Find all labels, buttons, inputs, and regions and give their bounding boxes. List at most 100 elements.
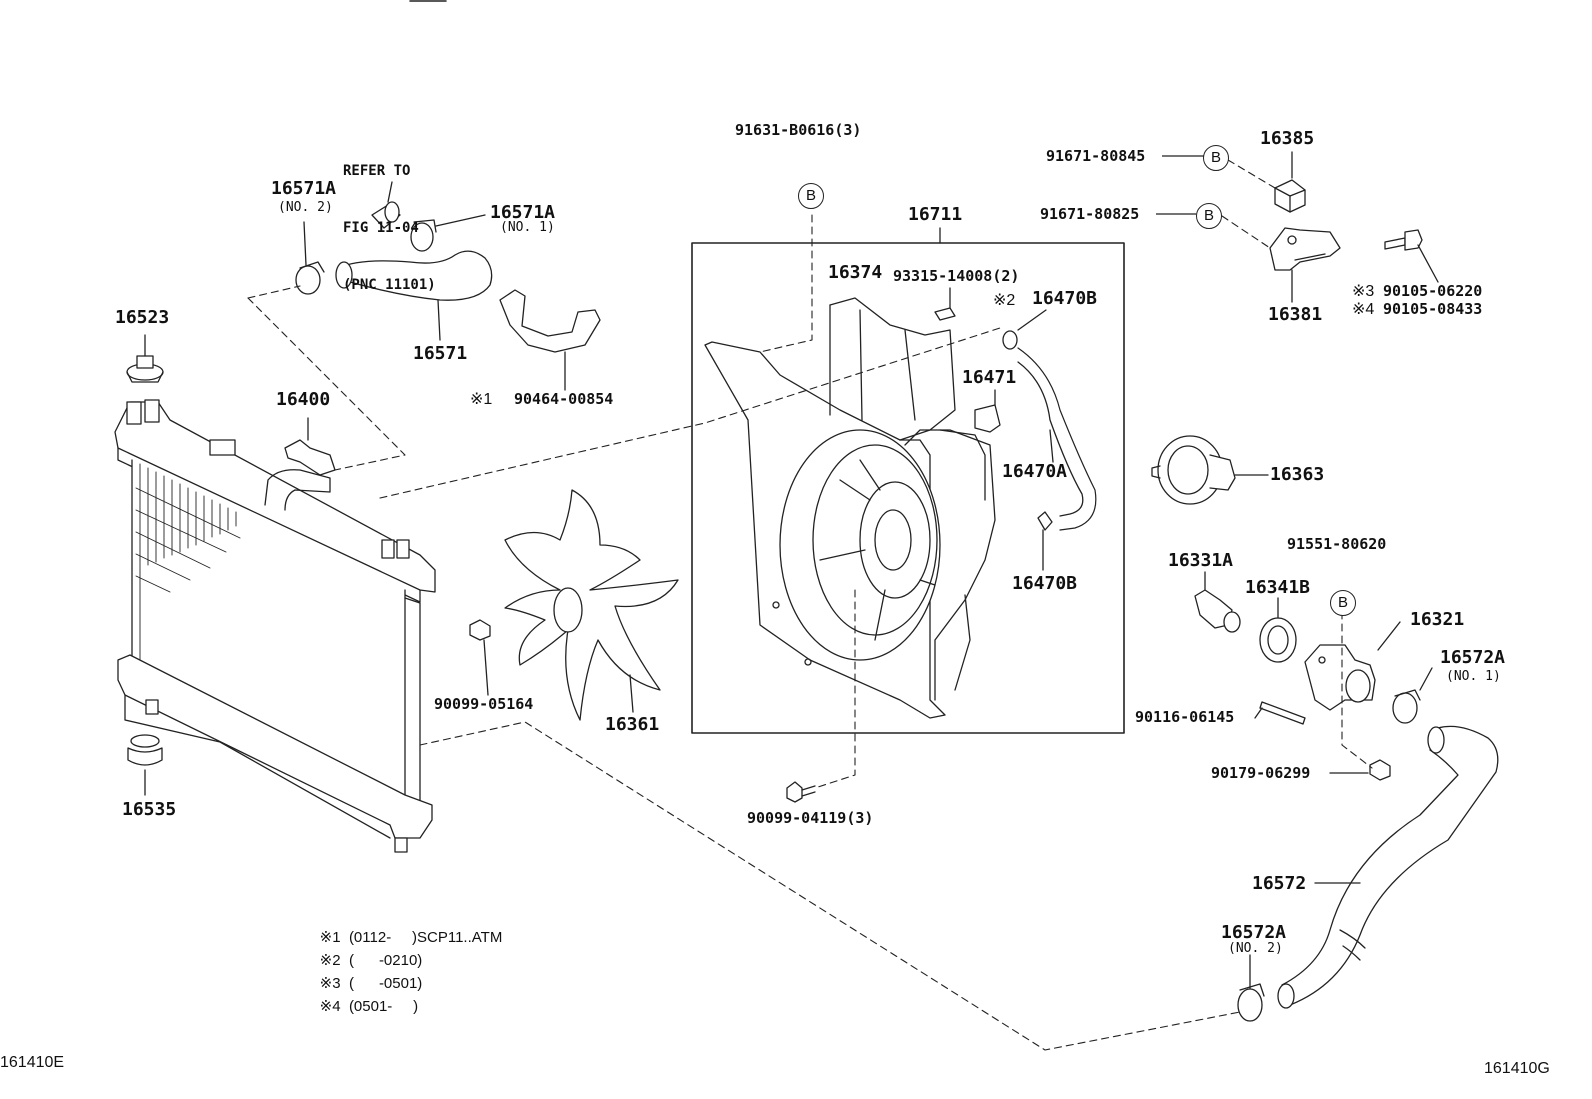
figure-code-right: 161410G <box>1484 1060 1550 1077</box>
footnote-2-text: ( -0210) <box>348 952 423 969</box>
label-16470B-note: ※2 <box>993 292 1016 309</box>
label-16571A-no2-sub: (NO. 2) <box>278 200 333 215</box>
clamp-16572A-no2[interactable] <box>1237 954 1265 1022</box>
footnote-4-mark: ※4 <box>319 998 341 1015</box>
radiator-support-16535[interactable] <box>127 734 163 796</box>
clamp-16571A-no1[interactable] <box>410 214 486 252</box>
label-16470B-upper[interactable]: 16470B <box>1032 288 1098 309</box>
footnote-list: ※1 (0112- )SCP11..ATM ※2 ( -0210) ※3 ( -… <box>303 915 503 1014</box>
footnote-1-mark: ※1 <box>319 929 341 946</box>
label-90464-note: ※1 <box>470 391 493 408</box>
label-16341B[interactable]: 16341B <box>1245 577 1311 598</box>
label-90116-06145[interactable]: 90116-06145 <box>1135 708 1235 726</box>
label-90105-08433[interactable]: 90105-08433 <box>1383 300 1483 318</box>
label-16470A[interactable]: 16470A <box>1002 461 1068 482</box>
label-16361[interactable]: 16361 <box>605 714 660 735</box>
label-16374[interactable]: 16374 <box>828 262 883 283</box>
reference-note: REFER TO FIG 11-04 (PNC 11101) <box>343 124 436 314</box>
footnote-3-mark: ※3 <box>319 975 341 992</box>
screw-93315-14008[interactable] <box>934 287 956 321</box>
label-90105-08433-note: ※4 <box>1352 301 1375 318</box>
hose-16470A[interactable] <box>1017 347 1097 531</box>
label-90179-06299[interactable]: 90179-06299 <box>1211 764 1311 782</box>
leader-91671-80845 <box>1162 155 1204 157</box>
label-91631-B0616[interactable]: 91631-B0616(3) <box>735 121 862 139</box>
bracket-16400[interactable] <box>284 417 336 476</box>
label-16571A-no1-sub: (NO. 1) <box>500 220 555 235</box>
footnote-1-text: (0112- )SCP11..ATM <box>348 929 503 946</box>
bracket-16471[interactable] <box>974 389 1001 433</box>
reference-line-2: FIG 11-04 <box>343 220 419 236</box>
footnote-2: ※2 ( -0210) <box>303 938 502 968</box>
label-16572[interactable]: 16572 <box>1252 873 1307 894</box>
fan-shroud-16374[interactable] <box>704 297 996 719</box>
fan-blade-16361[interactable] <box>504 489 679 721</box>
thermostat-16331A[interactable] <box>1194 571 1241 633</box>
label-16381[interactable]: 16381 <box>1268 304 1323 325</box>
label-16572A-no2-sub: (NO. 2) <box>1228 941 1283 956</box>
label-90464-00854[interactable]: 90464-00854 <box>514 390 614 408</box>
callout-b-80845: B <box>1203 145 1229 171</box>
label-16571A-no2[interactable]: 16571A <box>271 178 337 199</box>
label-16711[interactable]: 16711 <box>908 204 963 225</box>
footnote-4: ※4 (0501- ) <box>303 984 502 1014</box>
clamp-16571A-no2[interactable] <box>295 221 325 295</box>
label-16363[interactable]: 16363 <box>1270 464 1325 485</box>
callout-b-91631: B <box>798 183 824 209</box>
label-91551-80620[interactable]: 91551-80620 <box>1287 535 1387 553</box>
gasket-16341B[interactable] <box>1259 597 1297 663</box>
label-90099-04119[interactable]: 90099-04119(3) <box>747 809 874 827</box>
nut-90099-05164[interactable] <box>469 619 491 696</box>
label-16571A-no1[interactable]: 16571A <box>490 202 556 223</box>
label-16572A-no2[interactable]: 16572A <box>1221 922 1287 943</box>
label-90105-06220-note: ※3 <box>1352 283 1375 300</box>
footnote-3-text: ( -0501) <box>348 975 423 992</box>
callout-b-80825: B <box>1196 203 1222 229</box>
reference-line-3: (PNC 11101) <box>343 277 436 293</box>
hose-clip-90464-00854[interactable] <box>499 289 601 391</box>
bolt-90099-04119[interactable] <box>786 781 816 803</box>
footnote-3: ※3 ( -0501) <box>303 961 502 991</box>
label-90105-06220[interactable]: 90105-06220 <box>1383 282 1483 300</box>
label-16571[interactable]: 16571 <box>413 343 468 364</box>
label-16471[interactable]: 16471 <box>962 367 1017 388</box>
footnote-1: ※1 (0112- )SCP11..ATM <box>303 915 503 945</box>
leader-91671-80825 <box>1156 213 1196 215</box>
clamp-16572A-no1[interactable] <box>1392 667 1433 724</box>
label-16470B-lower[interactable]: 16470B <box>1012 573 1078 594</box>
label-16400[interactable]: 16400 <box>276 389 331 410</box>
lower-hose-16572[interactable] <box>1277 725 1499 1009</box>
label-16572A-no1[interactable]: 16572A <box>1440 647 1506 668</box>
label-16321[interactable]: 16321 <box>1410 609 1465 630</box>
label-90099-05164[interactable]: 90099-05164 <box>434 695 534 713</box>
label-16535[interactable]: 16535 <box>122 799 177 820</box>
label-16331A[interactable]: 16331A <box>1168 550 1234 571</box>
label-16385[interactable]: 16385 <box>1260 128 1315 149</box>
figure-code-left: 161410E <box>0 1054 65 1071</box>
water-inlet-16321[interactable] <box>1304 621 1401 711</box>
radiator-assembly[interactable] <box>114 399 436 853</box>
upper-hose-16571[interactable] <box>335 250 493 341</box>
footnote-4-text: (0501- ) <box>348 998 419 1015</box>
label-16572A-no1-sub: (NO. 1) <box>1446 669 1501 684</box>
nut-90179-06299[interactable] <box>1329 759 1391 781</box>
reference-pipe <box>371 181 401 229</box>
label-91671-80825[interactable]: 91671-80825 <box>1040 205 1140 223</box>
fan-motor-16363[interactable] <box>1151 435 1269 505</box>
label-93315-14008[interactable]: 93315-14008(2) <box>893 267 1020 285</box>
label-16523[interactable]: 16523 <box>115 307 170 328</box>
callout-b-91551: B <box>1330 590 1356 616</box>
label-91671-80845[interactable]: 91671-80845 <box>1046 147 1146 165</box>
clip-16470B-lower[interactable] <box>1037 511 1053 571</box>
cushion-16385[interactable] <box>1274 151 1306 213</box>
assembly-box-16711 <box>691 242 1125 734</box>
dashed-relation-lines <box>247 159 1373 1051</box>
stud-90116-06145[interactable] <box>1254 701 1306 725</box>
radiator-cap-16523[interactable] <box>126 334 164 383</box>
reference-line-1: REFER TO <box>343 163 411 179</box>
footnote-2-mark: ※2 <box>319 952 341 969</box>
bracket-16381[interactable] <box>1269 227 1341 303</box>
clip-16470B-upper[interactable] <box>1002 309 1047 350</box>
bolt-90105[interactable] <box>1384 229 1439 283</box>
